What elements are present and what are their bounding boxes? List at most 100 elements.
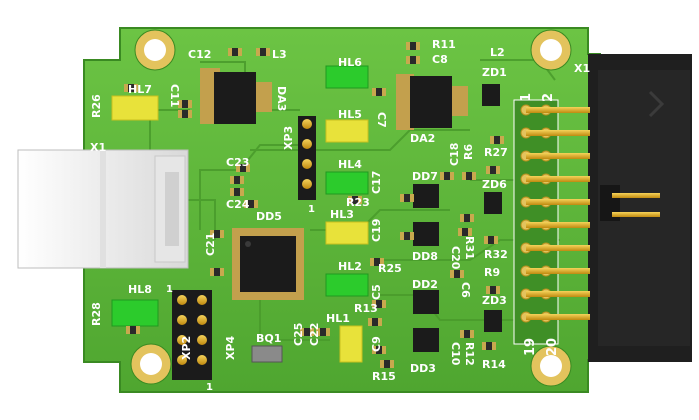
smd-body: [182, 100, 188, 108]
smd-body: [376, 300, 382, 308]
silkscreen-labels: C12 L3 R11 C8 L2 X1 HL7 R26 C11 DA3 HL6 …: [90, 38, 590, 393]
smd-body: [240, 164, 246, 172]
smd-body: [464, 214, 470, 222]
smd-body: [444, 172, 450, 180]
label-l3: L3: [272, 48, 287, 61]
smd-body: [320, 328, 326, 336]
label-pin-20: 20: [545, 338, 560, 356]
header-pin: [177, 295, 187, 305]
smd-body: [214, 230, 220, 238]
led-hl8: [111, 299, 159, 327]
header-xp3: [298, 116, 316, 200]
header-pin: [177, 315, 187, 325]
label-xp3: XP3: [282, 126, 295, 150]
idc-pins: [520, 104, 660, 323]
label-dd5: DD5: [256, 210, 282, 223]
label-zd1: ZD1: [482, 66, 507, 79]
gold-pin: [526, 245, 590, 251]
header-pin: [197, 355, 207, 365]
label-r15: R15: [372, 370, 396, 383]
gold-pin: [526, 107, 590, 113]
smd-body: [352, 196, 358, 204]
smd-body: [234, 188, 240, 196]
label-c19: C19: [370, 219, 383, 242]
label-c5: C5: [370, 284, 383, 300]
label-hl6: HL6: [338, 56, 362, 69]
label-hl3: HL3: [330, 208, 354, 221]
label-c17: C17: [370, 171, 383, 194]
header-pin: [197, 335, 207, 345]
smd-body: [128, 84, 134, 92]
label-pin1-xp3: 1: [308, 204, 315, 215]
ic-dd7: [413, 184, 439, 208]
led-hl4: [325, 171, 369, 195]
label-r25: R25: [378, 262, 402, 275]
header-pin: [177, 335, 187, 345]
label-dd8: DD8: [412, 250, 438, 263]
smd-body: [376, 346, 382, 354]
label-c11: C11: [168, 84, 181, 107]
ic-dd8: [413, 222, 439, 246]
mounting-hole-tl: [134, 29, 176, 71]
smd-components: [124, 42, 504, 368]
label-c10: C10: [449, 342, 462, 366]
smd-body: [214, 268, 220, 276]
label-r14: R14: [482, 358, 506, 371]
led-hl3: [325, 221, 369, 245]
header-pin: [177, 355, 187, 365]
smd-body: [234, 176, 240, 184]
smd-body: [374, 258, 380, 266]
zener-zd6: [484, 192, 502, 214]
label-r31: R31: [463, 236, 476, 260]
led-hl2: [325, 273, 369, 297]
gold-pin: [526, 130, 590, 136]
label-r13: R13: [354, 302, 378, 315]
led-hl1: [339, 325, 363, 363]
header-pin: [302, 159, 312, 169]
gold-pin: [526, 153, 590, 159]
header-pin: [302, 119, 312, 129]
label-c7: C7: [375, 112, 388, 128]
gold-pin: [612, 212, 660, 217]
label-x1-left: X1: [90, 141, 106, 154]
gold-pin: [612, 193, 660, 198]
smd-body: [404, 232, 410, 240]
smd-body: [232, 48, 238, 56]
label-c23: C23: [226, 156, 249, 169]
gold-pin: [526, 199, 590, 205]
label-c24: C24: [226, 198, 250, 211]
label-c8: C8: [432, 53, 448, 66]
label-c6: C6: [459, 282, 472, 298]
led-hl5: [325, 119, 369, 143]
label-pin1-xp4: 1: [206, 382, 213, 393]
label-hl5: HL5: [338, 108, 362, 121]
label-c20: C20: [449, 246, 462, 270]
regulator-da3: [200, 68, 272, 124]
gold-pin: [526, 222, 590, 228]
label-r11: R11: [432, 38, 456, 51]
label-da3: DA3: [275, 86, 288, 111]
zener-zd1: [482, 84, 500, 106]
smd-body: [248, 200, 254, 208]
header-pin: [302, 139, 312, 149]
header-pin: [197, 295, 207, 305]
ic-dd3: [413, 328, 439, 352]
label-r12: R12: [463, 342, 476, 366]
led-hl7: [111, 95, 159, 121]
mounting-hole-br: [530, 345, 572, 387]
smd-body: [494, 136, 500, 144]
header-xp2-xp4-pins: [177, 295, 207, 365]
crystal-bq1: [251, 345, 283, 363]
label-hl2: HL2: [338, 260, 362, 273]
label-da2: DA2: [410, 132, 435, 145]
header-xp3-pins: [302, 119, 312, 189]
gold-pin: [526, 314, 590, 320]
label-l2: L2: [490, 46, 505, 59]
smd-body: [182, 110, 188, 118]
label-bq1: BQ1: [256, 332, 281, 345]
led-hl6: [325, 65, 369, 89]
label-r9: R9: [484, 266, 500, 279]
mounting-hole-tr: [530, 29, 572, 71]
regulator-da2: [396, 74, 468, 130]
